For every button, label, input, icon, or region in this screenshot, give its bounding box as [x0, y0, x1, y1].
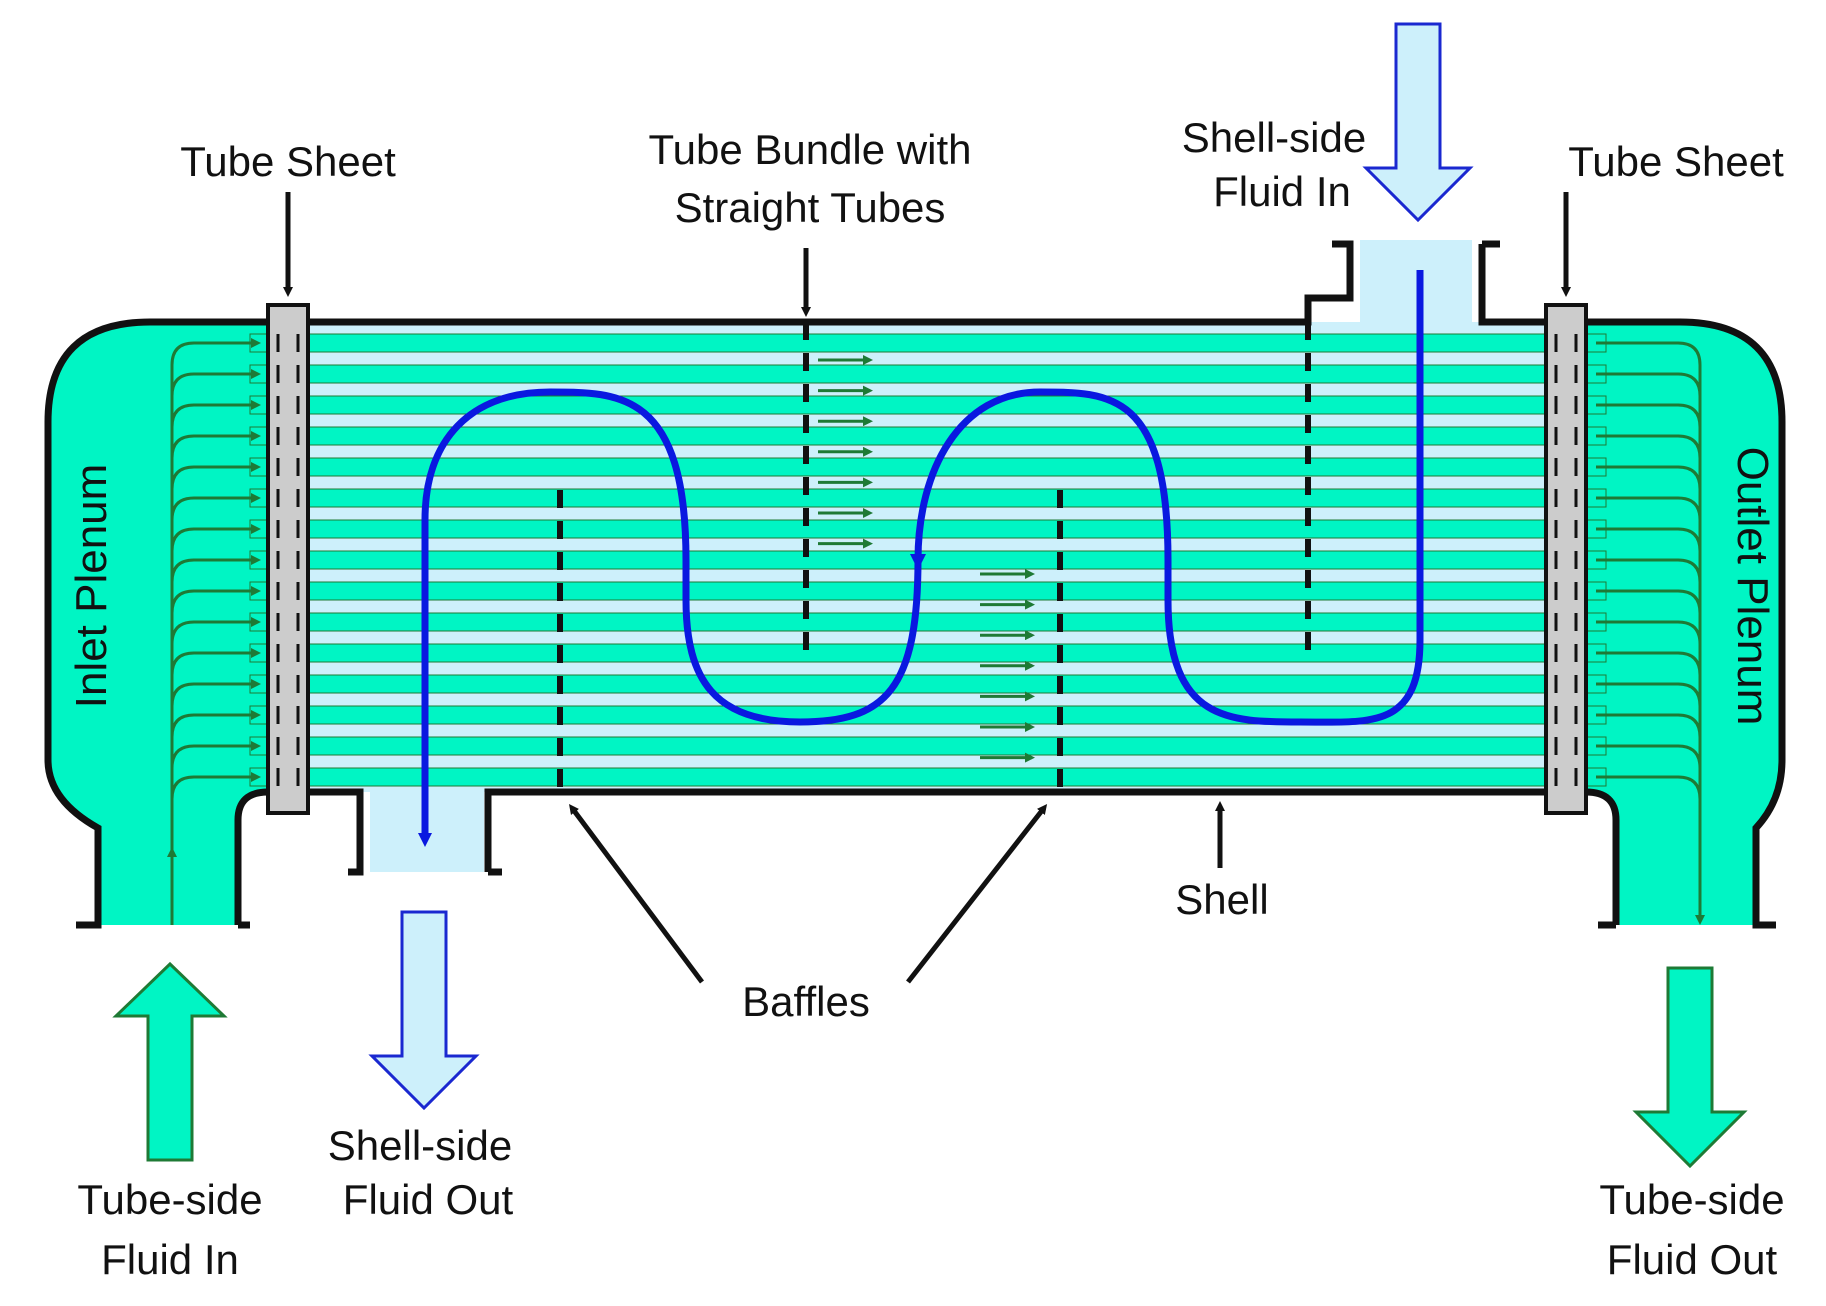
tube-side-in-arrow	[112, 961, 228, 1162]
tube-sheet-holes	[276, 334, 1578, 786]
tube-sheet-right-label: Tube Sheet	[1568, 138, 1784, 185]
tube	[249, 674, 1607, 694]
tube	[249, 612, 1607, 632]
baffles-pointer-right	[906, 804, 1048, 984]
inlet-plenum	[48, 322, 270, 925]
tube	[249, 643, 1607, 663]
baffles-pointer-left	[569, 803, 705, 984]
shell-side-in-label-line2: Fluid In	[1213, 168, 1351, 215]
inlet-plenum-label: Inlet Plenum	[67, 464, 116, 709]
tube-side-flow-lines	[167, 338, 1705, 925]
tube-side-flow-arrows	[818, 355, 1035, 763]
tube	[249, 705, 1607, 725]
tube	[249, 333, 1607, 353]
tube-side-out-label-line1: Tube-side	[1599, 1176, 1784, 1223]
shell-side-in-arrow	[1362, 22, 1474, 223]
tube-bundle-label-line1: Tube Bundle with	[649, 126, 972, 173]
tube-side-out-label-line2: Fluid Out	[1607, 1236, 1778, 1283]
shell-flow-mid-arrowhead	[910, 554, 926, 570]
baffles	[557, 322, 1311, 792]
shell-outline-top	[270, 240, 1562, 326]
tube	[249, 395, 1607, 415]
shell-side-out-arrow	[368, 910, 480, 1111]
tube	[249, 550, 1607, 570]
tube-bundle-label-line2: Straight Tubes	[675, 184, 946, 231]
inlet-flow-line	[170, 338, 261, 366]
tube-side-in-label-line2: Fluid In	[101, 1236, 239, 1283]
tube-side-out-arrow	[1632, 966, 1748, 1169]
tube-sheet-left-label: Tube Sheet	[180, 138, 396, 185]
tube-sheet-left	[266, 303, 310, 815]
shell-inlet-nozzle-interior	[1360, 240, 1472, 330]
tube	[249, 519, 1607, 539]
outlet-flow-line	[1596, 341, 1702, 366]
shell-side-out-label-line2: Fluid Out	[343, 1176, 514, 1223]
tube	[249, 736, 1607, 756]
tube	[249, 364, 1607, 384]
shell-outline-bottom	[270, 788, 1562, 876]
tube-bundle	[249, 333, 1607, 787]
shell-side-out-label-line1: Shell-side	[328, 1122, 512, 1169]
baffles-label: Baffles	[742, 978, 870, 1025]
outlet-plenum-label: Outlet Plenum	[1728, 447, 1777, 726]
tube	[249, 581, 1607, 601]
tube-sheet-right	[1544, 303, 1588, 815]
tube	[249, 767, 1607, 787]
tube-side-in-label-line1: Tube-side	[77, 1176, 262, 1223]
shell-label: Shell	[1175, 876, 1268, 923]
shell-side-in-label-line1: Shell-side	[1182, 114, 1366, 161]
tube	[249, 457, 1607, 477]
